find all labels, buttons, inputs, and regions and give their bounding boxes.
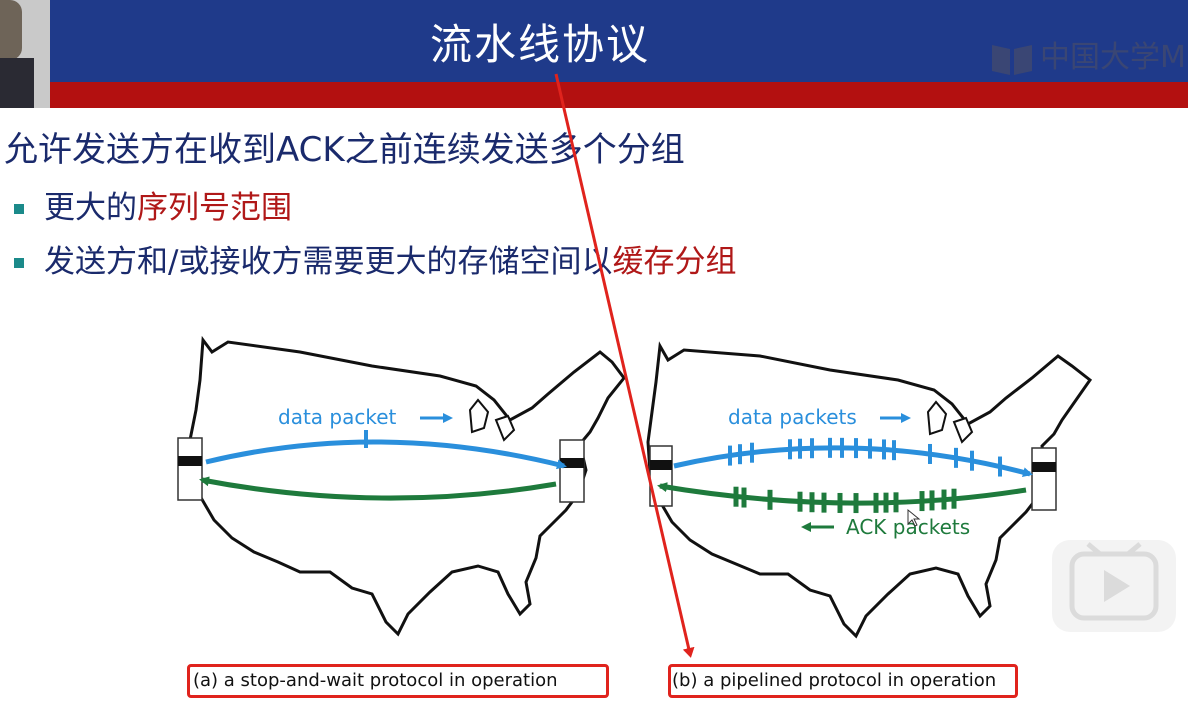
slide-title: 流水线协议 [429, 20, 650, 69]
data-packet-label: data packet [278, 405, 397, 429]
data-arrow-a [205, 439, 567, 470]
bullet-item: 发送方和/或接收方需要更大的存储空间以缓存分组 [44, 240, 736, 284]
play-icon [1069, 542, 1159, 621]
bullet-marker [14, 258, 24, 268]
ack-arrow-a [199, 476, 557, 501]
us-map-outline-a [188, 335, 626, 637]
caption-highlight-box-b [668, 664, 1018, 698]
data-packets-marks [728, 437, 1002, 477]
us-map-outline-b [646, 341, 1093, 639]
play-button[interactable] [1052, 540, 1176, 632]
mooc-logo: 中国大学M [990, 36, 1186, 80]
ack-arrow-b [657, 482, 1027, 506]
logo-book-icon [992, 44, 1032, 75]
receiver-host-b [1031, 447, 1057, 511]
presenter-body [0, 58, 34, 108]
bullet-highlight: 序列号范围 [137, 190, 292, 226]
data-packets-label: data packets [728, 405, 857, 429]
slide-header [0, 0, 1188, 82]
annotation-arrow [554, 73, 695, 658]
bullet-highlight: 缓存分组 [612, 244, 737, 280]
ack-packets-marks [733, 486, 957, 514]
sender-host-a [177, 437, 203, 501]
bullet-marker [14, 204, 24, 214]
mouse-cursor-icon [907, 508, 921, 527]
bullet-item: 更大的序列号范围 [44, 186, 292, 230]
logo-text: 中国大学M [1040, 40, 1186, 75]
caption-a: (a) a stop-and-wait protocol in operatio… [193, 670, 558, 691]
bullet-text: 更大的 [44, 190, 137, 226]
presenter-head [0, 0, 22, 60]
header-red-band [0, 82, 1188, 108]
data-arrow-b [673, 445, 1033, 478]
receiver-host-a [559, 439, 585, 503]
presenter-video-thumbnail [0, 0, 50, 108]
caption-highlight-box-a [187, 664, 609, 698]
bullet-text: 发送方和/或接收方需要更大的存储空间以 [44, 244, 613, 280]
caption-b: (b) a pipelined protocol in operation [672, 670, 997, 691]
